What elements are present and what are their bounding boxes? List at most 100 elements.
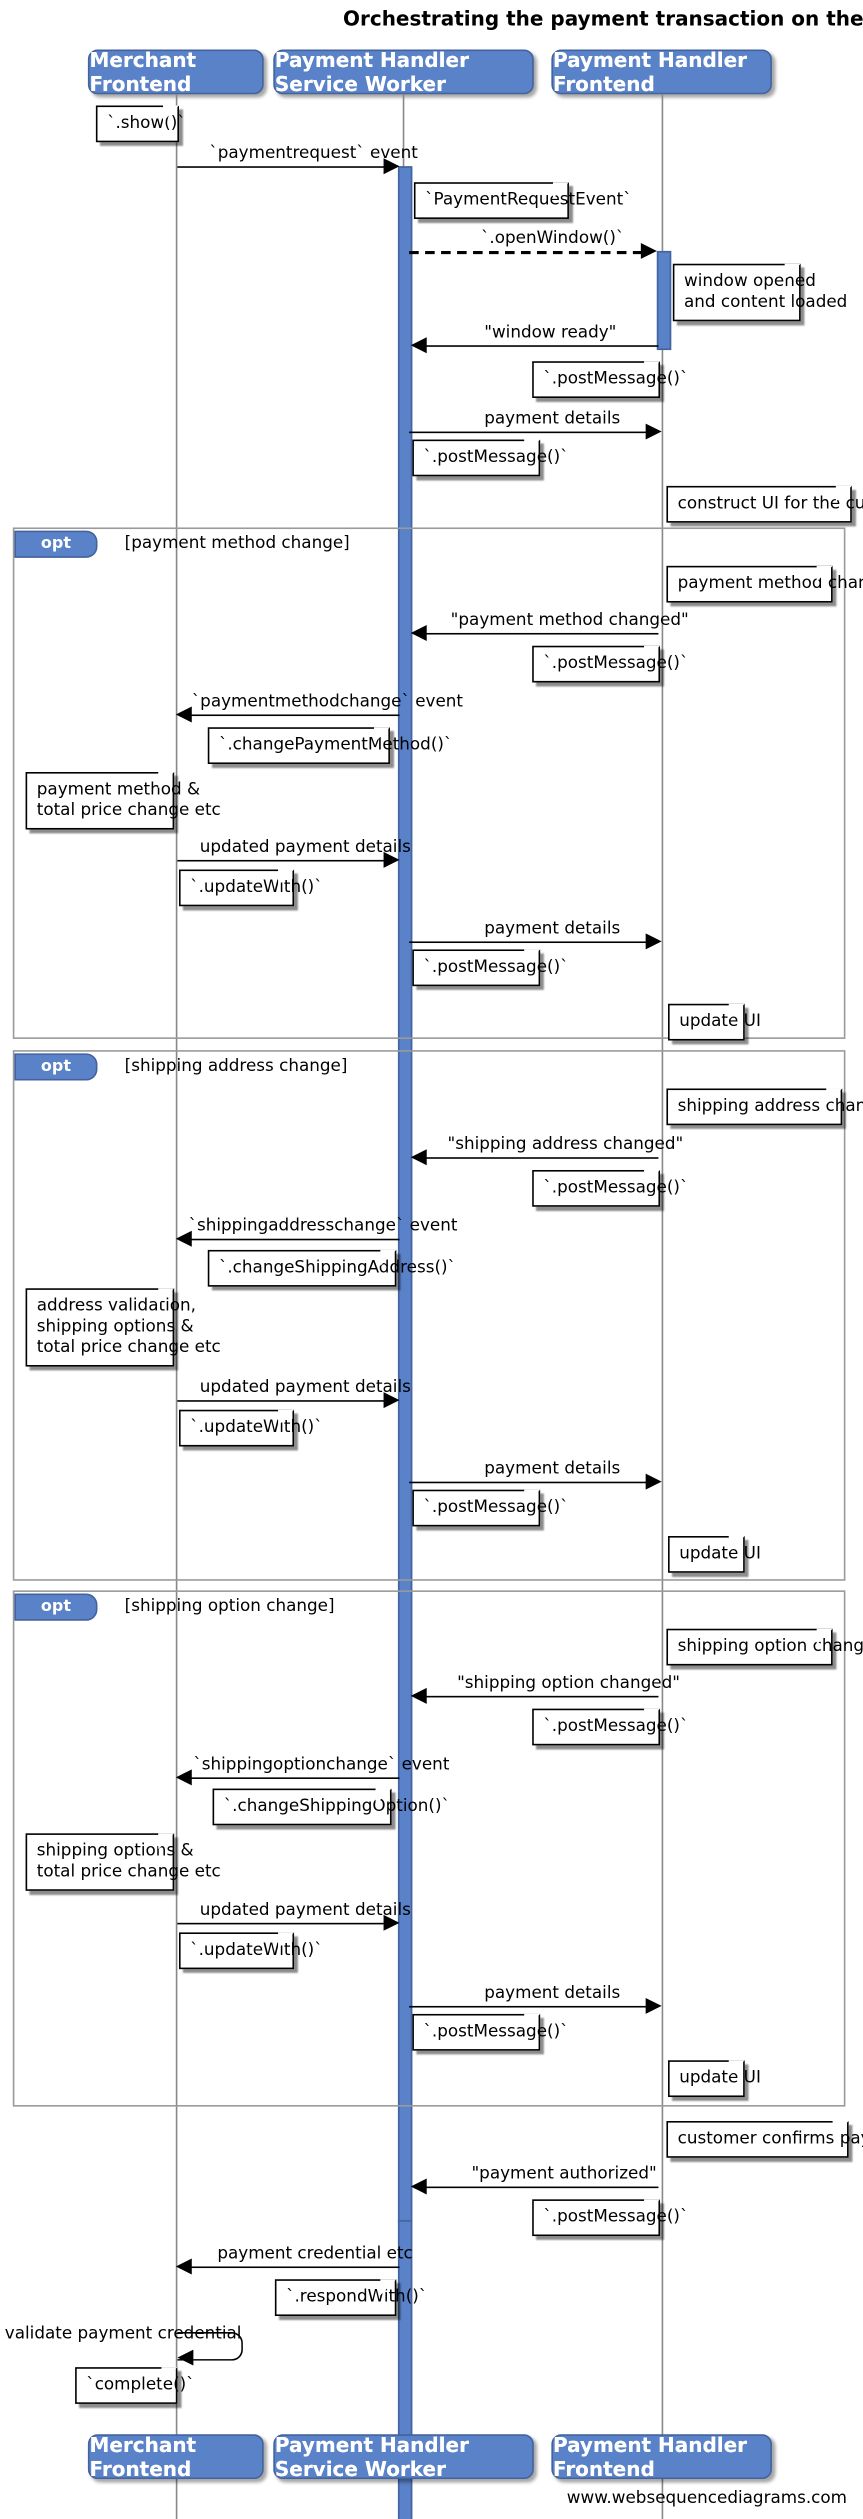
note-fold-icon <box>552 182 569 199</box>
note-fold-icon <box>380 1249 397 1266</box>
note-changeshippingaddress: `.changeShippingAddress()` <box>207 1249 456 1287</box>
fragment-tab-opt-3: opt <box>14 1593 98 1621</box>
note-updatewith-3: `.updateWith()` <box>178 1932 323 1970</box>
note-fold-icon <box>161 2367 178 2384</box>
arrowhead-left-validate-credential <box>177 2349 194 2366</box>
activation-frontend-openwindow <box>656 250 672 351</box>
message-label-payment-authorized: "payment authorized" <box>471 2164 657 2184</box>
note-postmessage-4: `.postMessage()` <box>412 949 569 987</box>
arrowhead-left-shippingoptionchange-event <box>175 1769 192 1786</box>
message-label-payment-details-4: payment details <box>484 1983 621 2003</box>
fragment-label-opt-3: [shipping option change] <box>124 1596 335 1616</box>
fragment-tab-opt-2: opt <box>14 1053 98 1081</box>
note-fold-icon <box>278 1409 295 1426</box>
note-fold-icon <box>835 485 852 502</box>
note-fold-icon <box>728 2060 745 2077</box>
note-window-opened: window opened and content loaded <box>672 263 847 322</box>
note-fold-icon <box>826 1088 843 1105</box>
arrowhead-left-window-ready <box>410 337 427 354</box>
arrowhead-right-payment-details-3 <box>645 1473 662 1490</box>
note-update-ui-2: update UI <box>668 1536 761 1573</box>
fragment-opt-shipping-address-change <box>12 1050 846 1581</box>
actor-payment-handler-service-worker-top[interactable]: Payment Handler Service Worker <box>273 47 534 96</box>
diagram-title: Orchestrating the payment transaction on… <box>343 6 863 31</box>
fragment-opt-payment-method-change <box>12 527 846 1039</box>
note-fold-icon <box>375 1788 392 1805</box>
arrowhead-right-updated-payment-details-2 <box>383 1392 400 1409</box>
note-postmessage-7: `.postMessage()` <box>532 1708 688 1746</box>
message-line-payment-details-4 <box>409 2005 659 2008</box>
actor-label: Payment Handler Frontend <box>552 2432 748 2481</box>
message-line-paymentmethodchange-event <box>190 714 400 717</box>
self-message-loop-validate <box>177 2331 243 2361</box>
message-label-payment-details-3: payment details <box>484 1459 621 1479</box>
note-show: `.show()` <box>95 105 186 143</box>
message-label-paymentmethodchange-event: `paymentmethodchange` event <box>191 692 464 712</box>
note-fold-icon <box>524 439 541 456</box>
note-fold-icon <box>644 2199 661 2216</box>
note-fold-icon <box>524 1489 541 1506</box>
lifeline-payment-handler-frontend <box>661 94 664 2519</box>
message-line-updated-payment-details-1 <box>177 859 387 862</box>
note-fold-icon <box>278 869 295 886</box>
arrowhead-left-payment-method-changed <box>410 624 427 641</box>
footer-watermark: www.websequencediagrams.com <box>566 2488 848 2508</box>
message-line-payment-details-3 <box>409 1481 659 1484</box>
note-update-ui-3: update UI <box>668 2060 761 2098</box>
arrowhead-left-shippingaddresschange-event <box>175 1230 192 1247</box>
actor-label: Merchant Frontend <box>89 47 197 96</box>
note-fold-icon <box>816 1628 833 1645</box>
note-postmessage-2: `.postMessage()` <box>412 439 569 477</box>
message-line-shipping-address-changed <box>425 1157 659 1159</box>
message-line-window-ready <box>425 345 659 347</box>
arrowhead-right-openwindow <box>640 242 657 259</box>
actor-payment-handler-service-worker-bottom[interactable]: Payment Handler Service Worker <box>273 2432 534 2481</box>
note-fold-icon <box>524 2013 541 2030</box>
note-payment-method-changed: payment method changed <box>666 565 863 603</box>
message-label-payment-method-changed: "payment method changed" <box>450 610 689 630</box>
message-line-paymentrequest <box>177 166 387 168</box>
note-payment-method-total-price: payment method & total price change etc <box>25 772 221 830</box>
note-fold-icon <box>278 1932 295 1949</box>
fragment-label-opt-2: [shipping address change] <box>124 1056 348 1076</box>
note-postmessage-6: `.postMessage()` <box>412 1489 569 1527</box>
note-fold-icon <box>644 361 661 378</box>
message-label-window-ready: "window ready" <box>484 322 617 343</box>
fragment-label-opt-1: [payment method change] <box>124 533 350 554</box>
fragment-opt-shipping-option-change <box>12 1590 846 2107</box>
note-paymentrequestevent: `PaymentRequestEvent` <box>413 182 632 219</box>
actor-merchant-frontend-bottom[interactable]: Merchant Frontend <box>87 2432 264 2481</box>
note-fold-icon <box>728 1536 745 1552</box>
note-fold-icon <box>644 1169 661 1186</box>
actor-merchant-frontend-top[interactable]: Merchant Frontend <box>87 47 264 96</box>
actor-label: Payment Handler Service Worker <box>274 2432 469 2481</box>
note-fold-icon <box>728 1003 745 1020</box>
arrowhead-left-shipping-option-changed <box>410 1687 427 1704</box>
note-fold-icon <box>158 772 175 788</box>
actor-label: Merchant Frontend <box>89 2432 197 2481</box>
actor-label: Payment Handler Service Worker <box>274 47 469 96</box>
lifeline-merchant-frontend <box>175 94 178 2519</box>
message-label-payment-details-2: payment details <box>484 919 621 939</box>
note-construct-ui: construct UI for the customer <box>666 485 863 523</box>
message-label-openwindow: `.openWindow()` <box>481 228 625 248</box>
note-updatewith-2: `.updateWith()` <box>178 1409 323 1447</box>
note-respondwith: `.respondWith()` <box>274 2279 427 2317</box>
message-line-payment-details-1 <box>409 431 659 434</box>
fragment-tab-opt-1: opt <box>14 530 98 558</box>
message-line-updated-payment-details-3 <box>177 1922 387 1925</box>
arrowhead-right-payment-details-4 <box>645 1997 662 2014</box>
message-label-updated-payment-details-3: updated payment details <box>199 1900 411 1920</box>
note-updatewith-1: `.updateWith()` <box>178 869 323 907</box>
arrowhead-left-shipping-address-changed <box>410 1149 427 1166</box>
message-label-validate-credential: validate payment credential <box>4 2324 242 2344</box>
note-update-ui-1: update UI <box>668 1003 761 1041</box>
message-label-updated-payment-details-2: updated payment details <box>199 1377 411 1397</box>
actor-payment-handler-frontend-bottom[interactable]: Payment Handler Frontend <box>551 2432 772 2481</box>
note-complete: `complete()` <box>75 2367 195 2404</box>
actor-payment-handler-frontend-top[interactable]: Payment Handler Frontend <box>551 48 772 96</box>
note-address-validation: address validation, shipping options & t… <box>25 1288 221 1367</box>
message-line-payment-details-2 <box>409 941 659 944</box>
note-postmessage-3: `.postMessage()` <box>532 645 688 683</box>
message-line-shippingoptionchange-event <box>190 1777 400 1779</box>
